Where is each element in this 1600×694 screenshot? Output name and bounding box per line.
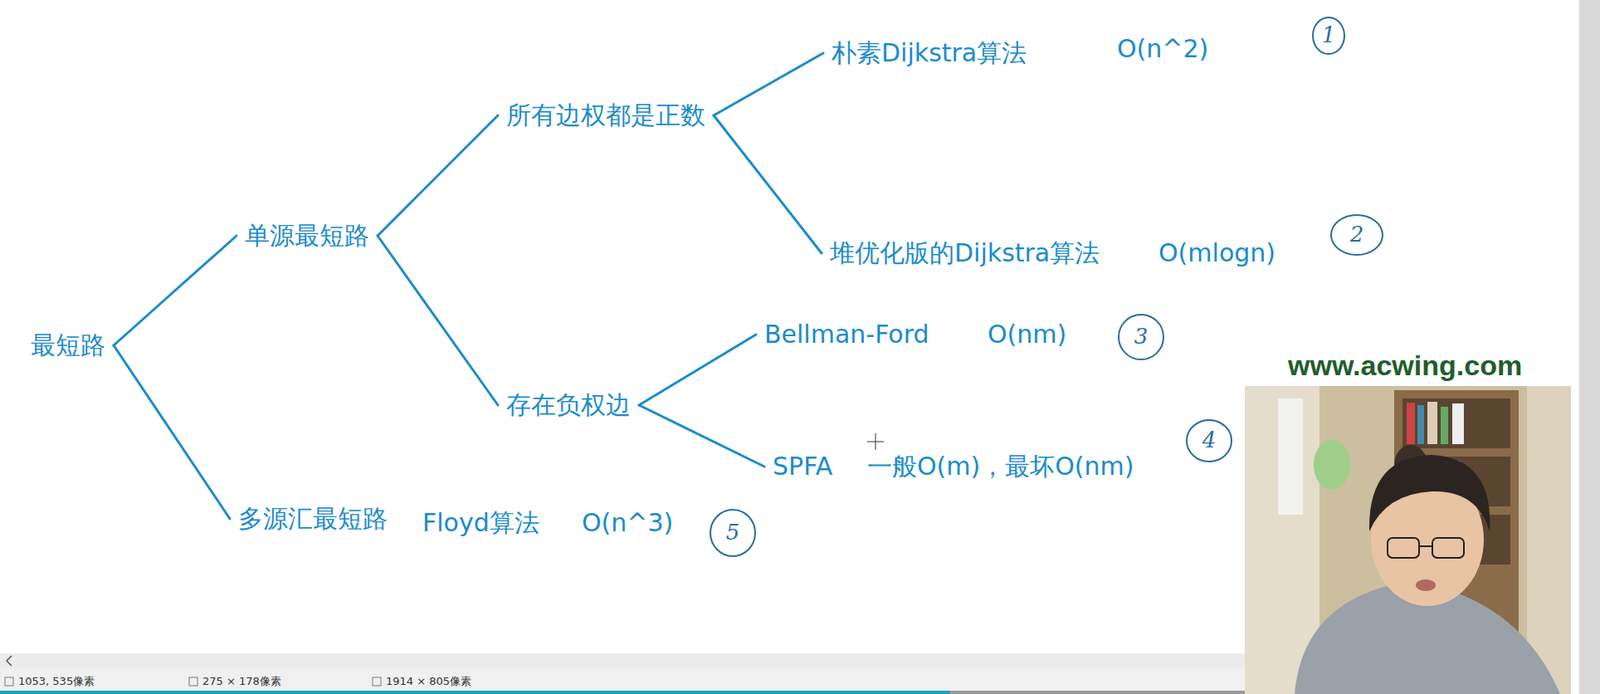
tree-branch — [713, 53, 824, 116]
scrollbar — [0, 653, 1245, 669]
callout-circle — [1331, 214, 1383, 255]
tree-branch — [713, 115, 822, 254]
status-text: 1914 × 805像素 — [385, 674, 472, 688]
status-icon — [4, 677, 14, 686]
node-text: 多源汇最短路 — [238, 503, 388, 534]
node-text: SPFA — [772, 451, 833, 482]
callout-number: 2 — [1350, 221, 1365, 248]
tree-node: SPFA — [769, 449, 836, 483]
complexity-label: O(nm) — [987, 319, 1067, 350]
node-text: Bellman-Ford — [764, 319, 930, 350]
watermark: www.acwing.com — [1287, 348, 1522, 383]
tree-branch — [113, 235, 237, 346]
callout-number: 5 — [726, 519, 741, 546]
algorithm-label: Floyd算法 — [422, 507, 540, 538]
cursor-crosshair — [867, 433, 884, 450]
tree-branch — [113, 345, 230, 519]
callout-circle — [1118, 314, 1164, 360]
tree-node: Bellman-Ford — [760, 317, 933, 352]
callout-circle — [1186, 419, 1232, 462]
complexity-label: 一般O(m)，最坏O(nm) — [867, 451, 1135, 482]
status-text: 1053, 535像素 — [18, 674, 95, 688]
callout-number: 1 — [1321, 22, 1337, 49]
tree-branch — [639, 334, 757, 405]
tree-node: 最短路 — [27, 328, 109, 362]
tree-node: 堆优化版的Dijkstra算法 — [826, 236, 1103, 270]
node-text: 所有边权都是正数 — [506, 100, 706, 131]
callout-number: 3 — [1134, 323, 1149, 350]
node-text: 存在负权边 — [506, 390, 631, 420]
complexity-label: O(mlogn) — [1158, 238, 1276, 269]
tree-node: 多源汇最短路 — [234, 502, 391, 536]
tree-node: 所有边权都是正数 — [502, 98, 709, 132]
status-icon — [372, 677, 381, 686]
node-text: 堆优化版的Dijkstra算法 — [829, 238, 1100, 269]
status-bar — [0, 668, 1245, 694]
tree-node: 朴素Dijkstra算法 — [828, 36, 1030, 70]
node-text: 朴素Dijkstra算法 — [831, 38, 1027, 69]
complexity-label: O(n^2) — [1117, 34, 1209, 64]
node-text: 最短路 — [30, 330, 106, 361]
node-text: 单源最短路 — [244, 220, 370, 251]
callout-number: 4 — [1202, 427, 1217, 454]
callout-circle — [1312, 17, 1345, 54]
status-text: 275 × 178像素 — [202, 674, 282, 688]
tree-branch — [377, 235, 498, 405]
tree-node: 单源最短路 — [241, 219, 373, 253]
window-edge — [1579, 0, 1600, 694]
status-icon — [189, 677, 198, 686]
tree-node: 存在负权边 — [502, 388, 635, 422]
progress-bar — [0, 690, 951, 694]
callout-circle — [710, 509, 756, 557]
webcam-picture — [1244, 385, 1571, 694]
tree-branch — [639, 404, 765, 467]
complexity-label: O(n^3) — [581, 507, 674, 538]
progress-rest — [950, 690, 1245, 694]
scroll-arrow — [6, 655, 12, 666]
tree-branch — [377, 115, 498, 236]
